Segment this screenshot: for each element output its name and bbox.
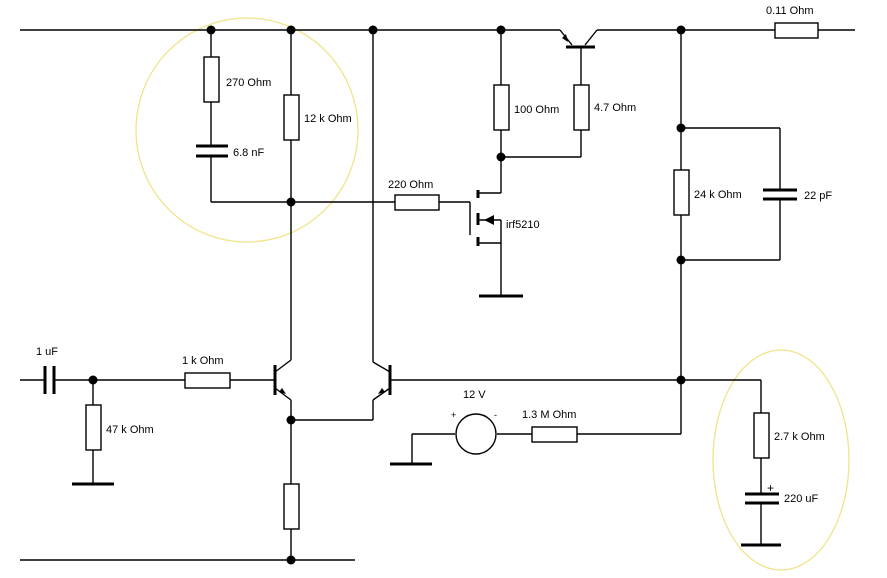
output-rc-branch [681, 379, 781, 547]
label-c220u: 220 uF [784, 493, 819, 505]
tail-resistor-branch [283, 420, 300, 560]
transistor-left [230, 359, 292, 420]
bias-source-branch [390, 413, 681, 466]
input-network [20, 366, 231, 486]
resistor-220-ohm [394, 194, 440, 211]
resistor-4-7-ohm [573, 84, 590, 131]
label-r27k: 2.7 k Ohm [774, 431, 825, 443]
resistor-47k-ohm [85, 404, 102, 451]
resistor-24k-ohm [673, 169, 690, 216]
label-mosfet: irf5210 [506, 219, 540, 231]
resistor-100-ohm [493, 84, 510, 131]
label-source-minus: - [494, 410, 497, 420]
mosfet-branch [469, 30, 523, 298]
label-r011: 0.11 Ohm [766, 5, 814, 17]
label-v12: 12 V [463, 389, 486, 401]
label-r12k: 12 k Ohm [304, 113, 352, 125]
output-transistor [501, 29, 598, 158]
label-c22p: 22 pF [804, 190, 832, 202]
resistor-1k-ohm [184, 372, 231, 389]
resistor-tail [283, 483, 300, 530]
label-r220: 220 Ohm [388, 179, 433, 191]
label-r1k: 1 k Ohm [182, 355, 224, 367]
label-cplus: + [767, 481, 774, 495]
transistor-right [291, 30, 681, 421]
label-source-plus: + [451, 410, 456, 420]
voltage-source-12v [455, 413, 497, 455]
feedback-branch [673, 30, 797, 434]
label-r270: 270 Ohm [226, 77, 271, 89]
label-r100: 100 Ohm [514, 104, 559, 116]
r12k-branch [283, 30, 470, 360]
r270-c68-branch [196, 30, 291, 203]
resistor-12k-ohm [283, 94, 300, 141]
label-c1u: 1 uF [36, 346, 58, 358]
label-c68: 6.8 nF [233, 147, 264, 159]
resistor-270-ohm [203, 56, 220, 103]
resistor-1-3m-ohm [531, 426, 578, 443]
junction-nodes [88, 25, 686, 565]
resistor-2-7k-ohm [753, 412, 770, 459]
label-r24k: 24 k Ohm [694, 189, 742, 201]
label-r13m: 1.3 M Ohm [522, 409, 576, 421]
resistor-0-11-ohm [774, 22, 819, 39]
label-r47k: 47 k Ohm [106, 424, 154, 436]
label-r47: 4.7 Ohm [594, 102, 636, 114]
feedback-network-highlight [135, 17, 359, 243]
output-network-highlight [712, 349, 850, 571]
